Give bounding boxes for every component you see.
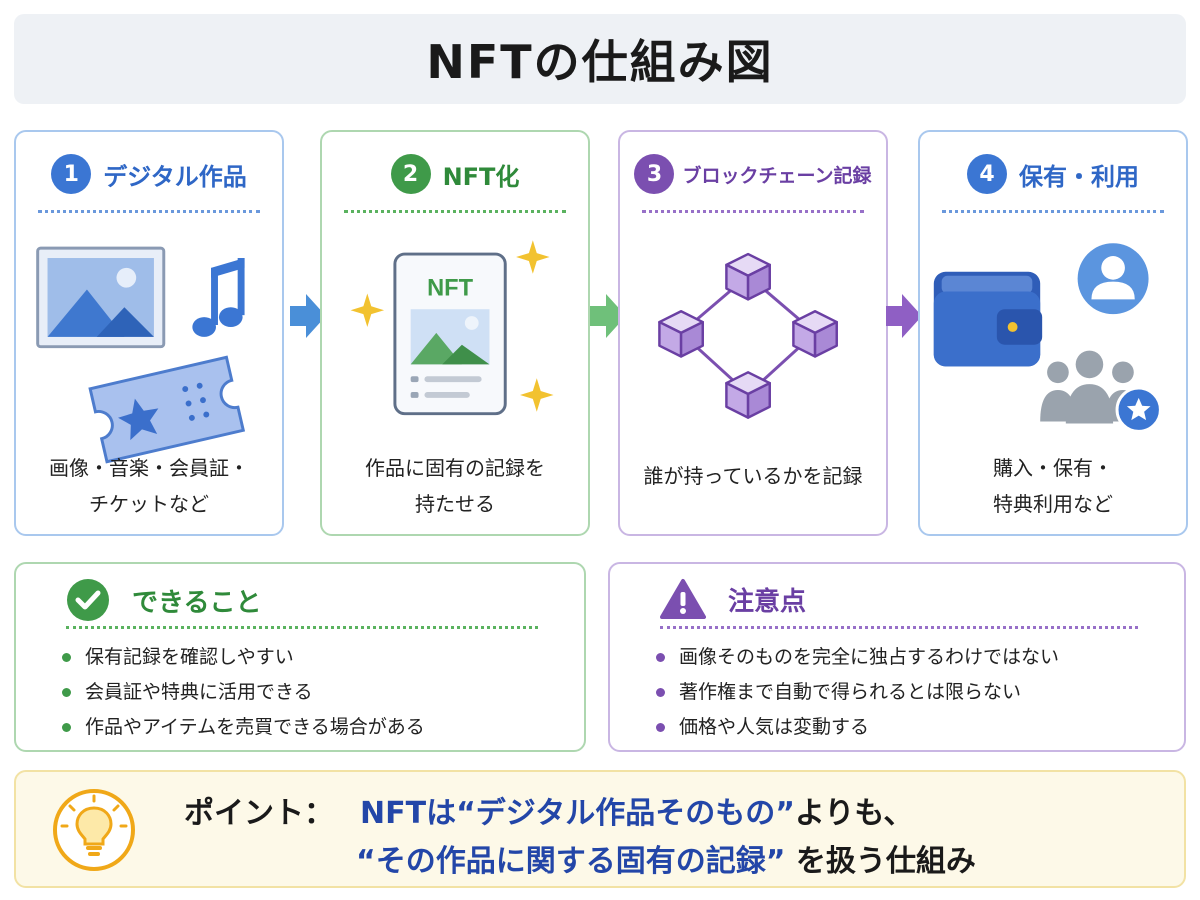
user-icon [1077, 243, 1149, 315]
point-text-1a: NFTは [360, 796, 457, 831]
step-desc-4b: 特典利用など [993, 492, 1113, 516]
warning-icon [660, 579, 706, 619]
can-do-title: できること [132, 587, 262, 618]
step-number-1: 1 [51, 154, 92, 194]
wallet-icon [933, 271, 1043, 367]
point-label: ポイント： [184, 796, 334, 831]
point-line-1: ポイント： NFTは“デジタル作品そのもの”よりも、 [184, 788, 913, 832]
step-number-3: 3 [634, 154, 675, 194]
list-item: 価格や人気は変動する [656, 710, 1059, 745]
caution-title: 注意点 [728, 586, 807, 617]
step-card-3: 3 ブロックチェーン記録 [618, 130, 888, 536]
step-number-2: 2 [390, 154, 431, 194]
ticket-icon [88, 355, 246, 464]
lightbulb-icon [53, 789, 135, 871]
title-bar: NFTの仕組み図 [14, 14, 1186, 104]
can-do-panel: できること 保有記録を確認しやすい 会員証や特典に活用できる 作品やアイテムを売… [14, 562, 586, 752]
arrow-right-icon [590, 294, 626, 338]
step-title-4: 保有・利用 [1019, 162, 1139, 191]
sparkle-icon [350, 240, 554, 412]
step-desc-2b: 持たせる [415, 492, 495, 516]
step-desc-4a: 購入・保有・ [993, 456, 1113, 480]
point-text-2a: “その作品に関する固有の記録” [356, 844, 786, 879]
step-title-1: デジタル作品 [103, 162, 247, 191]
step-title-2: NFT化 [442, 162, 520, 191]
list-item: 保有記録を確認しやすい [62, 640, 425, 675]
arrow-right-icon [290, 294, 326, 338]
step-number-4: 4 [967, 154, 1007, 194]
step-desc-1a: 画像・音楽・会員証・ [49, 456, 249, 480]
step-desc-2a: 作品に固有の記録を [365, 456, 545, 480]
arrow-right-icon [886, 294, 922, 338]
step-desc-1b: チケットなど [89, 492, 209, 516]
check-circle-icon [67, 579, 109, 621]
point-line-2: “その作品に関する固有の記録” を扱う仕組み [356, 836, 976, 880]
list-item: 会員証や特典に活用できる [62, 675, 425, 710]
list-item: 作品やアイテムを売買できる場合がある [62, 710, 425, 745]
can-do-list: 保有記録を確認しやすい 会員証や特典に活用できる 作品やアイテムを売買できる場合… [62, 640, 425, 745]
blockchain-icon [658, 252, 838, 419]
step-card-4: 4 保有・利用 購入・保有・ 特典利用など [918, 130, 1188, 536]
step-title-3: ブロックチェーン記録 [682, 164, 872, 187]
step-1-illustration [36, 246, 246, 464]
list-item: 著作権まで自動で得られるとは限らない [656, 675, 1059, 710]
caution-panel: 注意点 画像そのものを完全に独占するわけではない 著作権まで自動で得られるとは限… [608, 562, 1186, 752]
nft-card-label: NFT [427, 275, 473, 301]
step-card-1: 1 デジタル作品 画像・音楽・会員証・ チケットなど [14, 130, 284, 536]
point-box: ポイント： NFTは“デジタル作品そのもの”よりも、 “その作品に関する固有の記録… [14, 770, 1186, 888]
list-item: 画像そのものを完全に独占するわけではない [656, 640, 1059, 675]
music-note-icon [192, 258, 245, 337]
point-text-1c: よりも、 [794, 796, 914, 831]
star-badge-icon [1115, 386, 1162, 433]
image-icon [36, 246, 166, 349]
step-2-illustration: NFT [350, 240, 554, 416]
point-text-1b: “デジタル作品そのもの” [456, 796, 795, 831]
step-desc-3: 誰が持っているかを記録 [643, 464, 863, 488]
step-4-illustration [933, 243, 1162, 433]
caution-list: 画像そのものを完全に独占するわけではない 著作権まで自動で得られるとは限らない … [656, 640, 1059, 745]
nft-card-icon: NFT [393, 252, 507, 416]
point-text-2b: を扱う仕組み [785, 844, 976, 879]
page-title: NFTの仕組み図 [426, 35, 774, 89]
step-card-2: 2 NFT化 NFT 作品に固有の記録を 持たせる [320, 130, 590, 536]
